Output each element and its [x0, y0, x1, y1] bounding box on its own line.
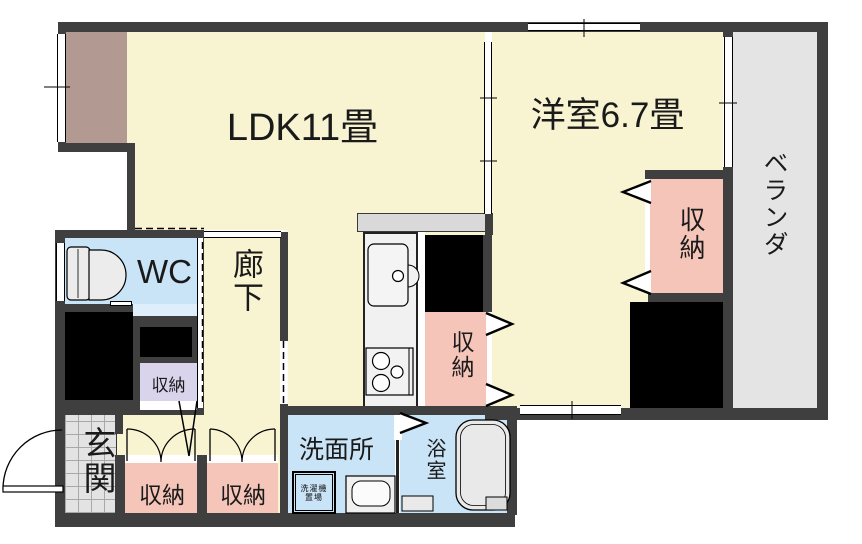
label-closet-corridor-2: 収納: [220, 482, 266, 508]
label-ldk: LDK11畳: [226, 107, 379, 149]
label-closet-hall: 収納: [151, 376, 186, 395]
wall-bottom: [55, 513, 515, 527]
label-veranda: ベランダ: [760, 150, 788, 258]
closet-corridor-1: [125, 463, 197, 513]
wall-veranda-stub: [723, 22, 733, 37]
label-closet-western: 収納: [676, 206, 706, 262]
wall-top: [58, 22, 828, 32]
wall-right: [817, 22, 828, 420]
washing-machine-label-line1: 洗濯機: [300, 483, 328, 493]
label-western-room: 洋室6.7畳: [530, 96, 685, 135]
void-space-kitchen: [425, 235, 487, 312]
closet-corridor-2-opening: [207, 455, 278, 463]
wall-closet-mid: [197, 455, 207, 513]
opening-bathroom-door: [394, 415, 402, 440]
wall-step-vertical: [127, 152, 135, 238]
label-entrance: 玄関: [79, 426, 116, 496]
wall-washroom-left: [280, 404, 288, 513]
closet-corridor-2: [207, 463, 278, 513]
kitchen-gap: [418, 232, 425, 408]
wall-entrance-stub: [115, 408, 123, 434]
entrance-door-leaf: [2, 485, 64, 493]
opening-hallway-left: [197, 238, 203, 408]
label-bathroom: 浴室: [423, 438, 445, 482]
window-western-top: [528, 23, 640, 31]
wall-veranda-divider: [723, 167, 733, 408]
wall-closet-western-top: [645, 170, 730, 179]
opening-hallway-top: [204, 231, 281, 238]
wall-hallway-right: [280, 232, 288, 341]
label-hallway: 廊下: [228, 248, 263, 314]
kitchen-counter: [357, 213, 487, 232]
wall-step-horizontal: [58, 143, 135, 152]
entrance-door-arc: [2, 429, 63, 490]
label-washroom: 洗面所: [299, 436, 375, 464]
void-space-western: [630, 302, 723, 408]
void-space-small: [140, 327, 192, 357]
closet-corridor-1-opening: [125, 455, 197, 463]
washing-machine-area: 洗濯機 置場: [292, 471, 336, 514]
label-wc: WC: [137, 253, 192, 290]
kitchen-unit: [363, 232, 418, 408]
label-closet-kitchen: 収納: [448, 330, 474, 380]
balcony-alcove: [66, 32, 127, 143]
wall-kitchen-stub: [485, 213, 493, 235]
wc-door-mark: [110, 301, 132, 306]
window-left-upper: [57, 34, 66, 142]
room-bathroom: [400, 415, 507, 513]
window-western-veranda: [724, 37, 733, 167]
wall-bathroom-right: [507, 415, 517, 515]
wall-left-lower: [55, 398, 65, 527]
closet-hall-opening: [140, 401, 197, 410]
void-space-left: [65, 312, 133, 400]
washing-machine-label: 洗濯機 置場: [295, 474, 333, 511]
room-entrance-tile: [65, 408, 117, 513]
washing-machine-label-line2: 置場: [305, 492, 323, 502]
wall-wash-bath-divider: [396, 440, 399, 513]
label-closet-corridor-1: 収納: [139, 482, 185, 508]
window-western-bottom: [520, 405, 621, 415]
window-wc: [56, 243, 65, 301]
wall-washroom-top: [287, 406, 517, 415]
wall-kitchen-void-right: [483, 235, 492, 312]
opening-hallway-right: [280, 341, 288, 404]
closet-western-door-gap: [645, 179, 650, 293]
wall-closet1-left: [115, 455, 125, 513]
room-veranda: [733, 32, 817, 408]
wall-closet-western-bottom: [648, 293, 728, 302]
partition-ldk-western: [484, 42, 492, 214]
wc-door-strip: [133, 304, 197, 316]
